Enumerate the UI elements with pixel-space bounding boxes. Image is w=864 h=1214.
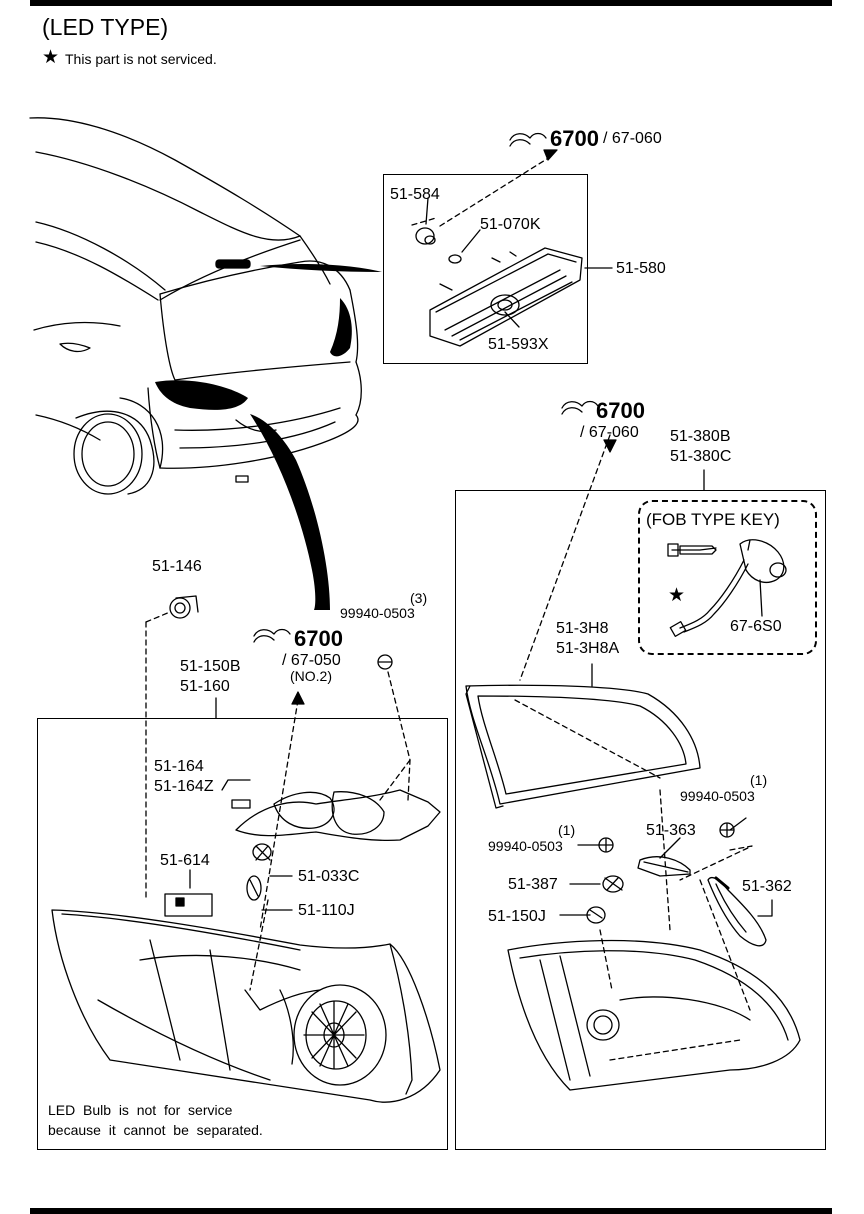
part-51-380b: 51-380B xyxy=(670,428,731,445)
not-serviced-note: This part is not serviced. xyxy=(65,51,217,67)
part-51-363: 51-363 xyxy=(646,822,696,839)
ref-6700-left: 6700 xyxy=(294,626,343,651)
ref-67-050-left: / 67-050 xyxy=(282,652,341,669)
part-67-6s0: 67-6S0 xyxy=(730,618,782,635)
inner-lamp-box xyxy=(455,490,826,1150)
part-qty-1-b: (1) xyxy=(750,772,768,788)
part-51-3h8a: 51-3H8A xyxy=(556,640,620,657)
star-icon: ★ xyxy=(42,47,60,68)
part-51-584: 51-584 xyxy=(390,186,440,203)
ref-6700-top: 6700 xyxy=(550,126,599,151)
part-51-110j: 51-110J xyxy=(298,902,355,919)
part-51-033c: 51-033C xyxy=(298,868,360,885)
part-51-070k: 51-070K xyxy=(480,216,541,233)
led-footnote-line1: LED Bulb is not for service xyxy=(48,1102,233,1118)
part-51-387: 51-387 xyxy=(508,876,558,893)
part-51-164z: 51-164Z xyxy=(154,778,214,795)
part-51-3h8: 51-3H8 xyxy=(556,620,609,637)
part-99940-0503-c: 99940-0503 xyxy=(488,838,563,854)
outer-lamp-box xyxy=(37,718,448,1150)
part-51-362: 51-362 xyxy=(742,878,792,895)
part-qty-3: (3) xyxy=(410,590,428,606)
part-51-380c: 51-380C xyxy=(670,448,732,465)
ref-no2-left: (NO.2) xyxy=(290,668,332,684)
part-51-150j: 51-150J xyxy=(488,908,546,925)
part-51-580: 51-580 xyxy=(616,260,666,277)
part-51-150b: 51-150B xyxy=(180,658,241,675)
ref-6700-mid: 6700 xyxy=(596,398,645,423)
part-qty-1-c: (1) xyxy=(558,822,576,838)
part-51-614: 51-614 xyxy=(160,852,210,869)
high-mount-lamp-box xyxy=(383,174,588,364)
part-51-146: 51-146 xyxy=(152,558,202,575)
fob-key-title: (FOB TYPE KEY) xyxy=(646,510,780,529)
part-99940-0503-b: 99940-0503 xyxy=(680,788,755,804)
star-icon-fob: ★ xyxy=(668,585,686,606)
ref-67-060-mid: / 67-060 xyxy=(580,424,639,441)
bottom-rule xyxy=(30,1208,832,1214)
fob-key-box xyxy=(638,500,817,655)
ref-67-060-top: / 67-060 xyxy=(603,130,662,147)
part-51-593x: 51-593X xyxy=(488,336,549,353)
led-footnote-line2: because it cannot be separated. xyxy=(48,1122,263,1138)
part-51-160: 51-160 xyxy=(180,678,230,695)
page-title: (LED TYPE) xyxy=(42,14,169,40)
top-rule xyxy=(30,0,832,6)
part-51-164: 51-164 xyxy=(154,758,204,775)
part-99940-0503-a: 99940-0503 xyxy=(340,605,415,621)
